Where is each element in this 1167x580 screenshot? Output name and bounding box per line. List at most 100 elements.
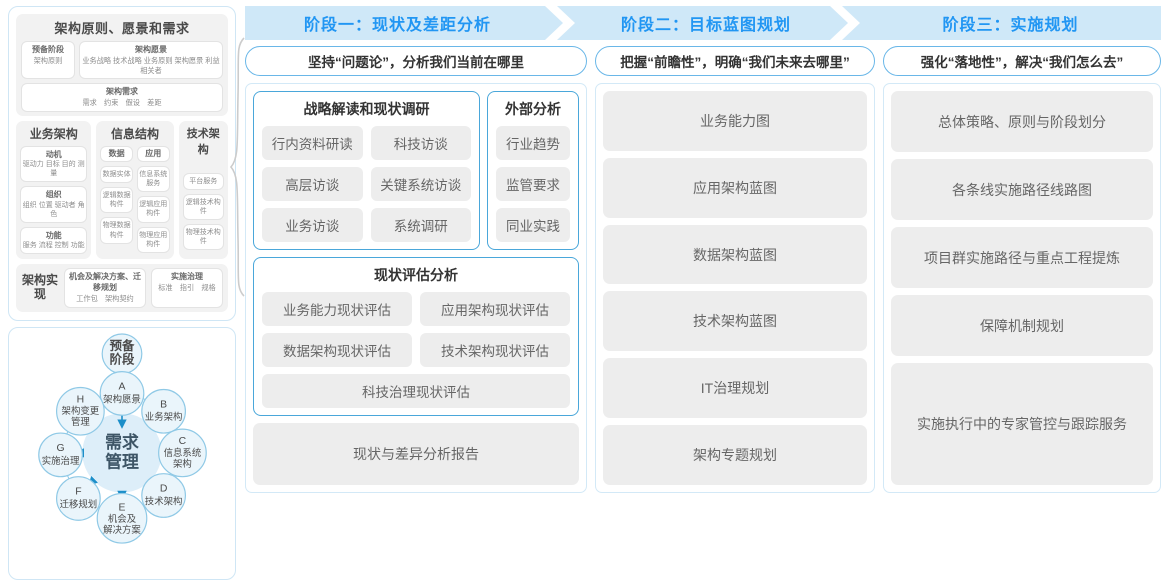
cycle-center-line2: 管理 (105, 451, 139, 471)
information-structure-column: 信息结构 数据 数据实体 逻辑数据构件 物理数据构件 应用 (96, 120, 174, 260)
stage-3-column: 强化“落地性”，解决“我们怎么去” 总体策略、原则与阶段划分 各条线实施路径线路… (883, 46, 1161, 493)
cycle-node-c-label-2: 架构 (173, 457, 192, 468)
mini-logical-tech: 逻辑技术构件 (182, 193, 224, 221)
cycle-node-f-label: 迁移规划 (60, 498, 98, 509)
stage-2-subtitle: 把握“前瞻性”，明确“我们未来去哪里” (595, 46, 875, 76)
stage-2-body: 业务能力图 应用架构蓝图 数据架构蓝图 技术架构蓝图 IT治理规划 架构专题规划 (595, 83, 875, 493)
item-arch-topic-plan[interactable]: 架构专题规划 (603, 425, 867, 485)
mini-platform-service: 平台服务 (182, 172, 224, 190)
cycle-node-f-key: F (75, 486, 81, 497)
business-architecture-title: 业务架构 (29, 126, 78, 141)
cycle-node-d-label: 技术架构 (145, 495, 183, 506)
cell-architecture-vision: 架构愿景 业务战略 技术战略 业务原则 架构愿景 利益相关者 (79, 41, 223, 80)
item-overall-strategy[interactable]: 总体策略、原则与阶段划分 (891, 91, 1153, 152)
architecture-principles-group: 架构原则、愿景和需求 预备阶段 架构原则 架构愿景 业务战略 技术战略 业务原则… (16, 14, 228, 116)
adm-cycle-diagram: 预备 阶段 需求 管理 (38, 333, 207, 544)
cell-opportunities-migration: 机会及解决方案、迁移规划 工作包 架构契约 (64, 268, 146, 308)
chip-tech-interview[interactable]: 科技访谈 (370, 126, 471, 160)
item-data-arch-blueprint[interactable]: 数据架构蓝图 (603, 224, 867, 285)
gap-analysis-report[interactable]: 现状与差异分析报告 (253, 423, 579, 485)
cell-prep-phase: 预备阶段 架构原则 (21, 41, 75, 80)
cycle-node-g-label: 实施治理 (42, 454, 80, 465)
cycle-node-c-label-1: 信息系统 (164, 447, 202, 458)
mini-physical-app: 物理应用构件 (136, 226, 170, 253)
item-business-capability-map[interactable]: 业务能力图 (603, 91, 867, 151)
connector-brace (230, 37, 245, 297)
stage-1-body: 战略解读和现状调研 行内资料研读 高层访谈 业务访谈 科技访谈 关键系统访谈 (245, 83, 587, 493)
mini-physical-data: 物理数据构件 (100, 217, 133, 244)
item-line-roadmap[interactable]: 各条线实施路径线路图 (891, 159, 1153, 220)
chip-business-interview[interactable]: 业务访谈 (262, 208, 363, 242)
cycle-node-a-label: 架构愿景 (103, 393, 141, 404)
external-analysis-card: 外部分析 行业趋势 监管要求 同业实践 (487, 91, 579, 250)
implementation-label: 架构实现 (21, 273, 58, 302)
left-column: 架构原则、愿景和需求 预备阶段 架构原则 架构愿景 业务战略 技术战略 业务原则… (8, 6, 236, 580)
chip-regulatory-req[interactable]: 监管要求 (496, 167, 570, 201)
assessment-title: 现状评估分析 (374, 267, 458, 283)
togaf-framework-panel: 架构原则、愿景和需求 预备阶段 架构原则 架构愿景 业务战略 技术战略 业务原则… (8, 6, 236, 321)
mini-application-title: 应用 (136, 145, 170, 163)
cycle-node-h-label-2: 管理 (71, 416, 90, 427)
chip-system-survey[interactable]: 系统调研 (370, 208, 471, 242)
technology-architecture-title: 技术架构 (186, 127, 220, 156)
chip-exec-interview[interactable]: 高层访谈 (262, 167, 363, 201)
architecture-domains: 业务架构 动机 驱动力 目标 目的 测量 组织 组织 位置 驱动者 角色 功能 (16, 120, 228, 260)
cycle-node-b-label: 业务架构 (145, 411, 183, 422)
cycle-node-g-key: G (57, 443, 65, 454)
item-program-roadmap[interactable]: 项目群实施路径与重点工程提炼 (891, 227, 1153, 288)
cycle-node-c-key: C (179, 436, 187, 447)
cycle-node-h-key: H (77, 394, 85, 405)
strategy-survey-card: 战略解读和现状调研 行内资料研读 高层访谈 业务访谈 科技访谈 关键系统访谈 (253, 91, 480, 250)
mini-physical-tech: 物理技术构件 (182, 224, 224, 251)
chip-tech-arch-assess[interactable]: 技术架构现状评估 (420, 333, 570, 367)
survey-row: 战略解读和现状调研 行内资料研读 高层访谈 业务访谈 科技访谈 关键系统访谈 (253, 91, 579, 250)
mini-info-system-service: 信息系统服务 (136, 166, 170, 193)
togaf-header: 架构原则、愿景和需求 (54, 21, 190, 36)
roadmap-diagram: 架构原则、愿景和需求 预备阶段 架构原则 架构愿景 业务战略 技术战略 业务原则… (8, 6, 1161, 580)
cycle-node-e-label-2: 解决方案 (103, 524, 141, 535)
stage-3-body: 总体策略、原则与阶段划分 各条线实施路径线路图 项目群实施路径与重点工程提炼 保… (883, 83, 1161, 493)
strategy-survey-title: 战略解读和现状调研 (303, 101, 430, 117)
chip-it-governance-assess[interactable]: 科技治理现状评估 (262, 374, 570, 408)
item-it-governance-plan[interactable]: IT治理规划 (603, 358, 867, 419)
adm-cycle-panel: 预备 阶段 需求 管理 (8, 326, 236, 580)
chip-app-arch-assess[interactable]: 应用架构现状评估 (420, 292, 570, 326)
architecture-implementation-group: 架构实现 机会及解决方案、迁移规划 工作包 架构契约 实施治理 标准 指引 规格 (16, 264, 228, 312)
stage-2-column: 把握“前瞻性”，明确“我们未来去哪里” 业务能力图 应用架构蓝图 数据架构蓝图 … (595, 46, 875, 493)
stage-header-band (245, 6, 1161, 40)
stage-1-header: 阶段一：现状及差距分析 (303, 17, 491, 34)
chip-internal-research[interactable]: 行内资料研读 (262, 126, 363, 160)
item-expert-tracking-service[interactable]: 实施执行中的专家管控与跟踪服务 (891, 363, 1153, 485)
cycle-prep-line1: 预备 (110, 338, 135, 353)
stage-columns: 坚持“问题论”，分析我们当前在哪里 战略解读和现状调研 行内资料研读 高层访谈 … (245, 46, 1161, 493)
chip-industry-trend[interactable]: 行业趋势 (496, 126, 570, 160)
technology-architecture-column: 技术架构 平台服务 逻辑技术构件 物理技术构件 (178, 120, 228, 260)
mini-data-title: 数据 (100, 145, 133, 163)
stage-1-column: 坚持“问题论”，分析我们当前在哪里 战略解读和现状调研 行内资料研读 高层访谈 … (245, 46, 587, 493)
mini-function: 功能 服务 流程 控制 功能 (20, 226, 88, 255)
chip-business-capability-assess[interactable]: 业务能力现状评估 (262, 292, 412, 326)
cycle-node-d-key: D (160, 483, 168, 494)
stage-3-header: 阶段三：实施规划 (942, 17, 1079, 34)
mini-logical-data: 逻辑数据构件 (100, 187, 133, 214)
cell-implementation-governance: 实施治理 标准 指引 规格 (150, 268, 223, 308)
cell-architecture-requirements: 架构需求 需求 约束 假设 差距 (21, 83, 223, 112)
mini-organization: 组织 组织 位置 驱动者 角色 (20, 186, 88, 223)
mini-logical-app: 逻辑应用构件 (136, 196, 170, 223)
cycle-node-a-key: A (119, 381, 126, 392)
stage-2-header: 阶段二：目标蓝图规划 (620, 17, 791, 34)
item-app-arch-blueprint[interactable]: 应用架构蓝图 (603, 157, 867, 218)
information-structure-title: 信息结构 (110, 126, 159, 141)
business-architecture-column: 业务架构 动机 驱动力 目标 目的 测量 组织 组织 位置 驱动者 角色 功能 (16, 120, 92, 260)
chip-key-system-interview[interactable]: 关键系统访谈 (370, 167, 471, 201)
stage-headers: 阶段一：现状及差距分析 阶段二：目标蓝图规划 阶段三：实施规划 (245, 6, 1161, 40)
cycle-node-b-key: B (160, 399, 167, 410)
current-state-assessment-card: 现状评估分析 业务能力现状评估 数据架构现状评估 应用架构现状评估 技术架构现状… (253, 257, 579, 416)
chip-data-arch-assess[interactable]: 数据架构现状评估 (262, 333, 412, 367)
stage-3-subtitle: 强化“落地性”，解决“我们怎么去” (883, 46, 1161, 76)
chip-peer-practice[interactable]: 同业实践 (496, 208, 570, 242)
mini-data-entity: 数据实体 (100, 166, 133, 184)
item-safeguard-plan[interactable]: 保障机制规划 (891, 295, 1153, 356)
item-tech-arch-blueprint[interactable]: 技术架构蓝图 (603, 291, 867, 352)
mini-motivation: 动机 驱动力 目标 目的 测量 (20, 145, 88, 183)
